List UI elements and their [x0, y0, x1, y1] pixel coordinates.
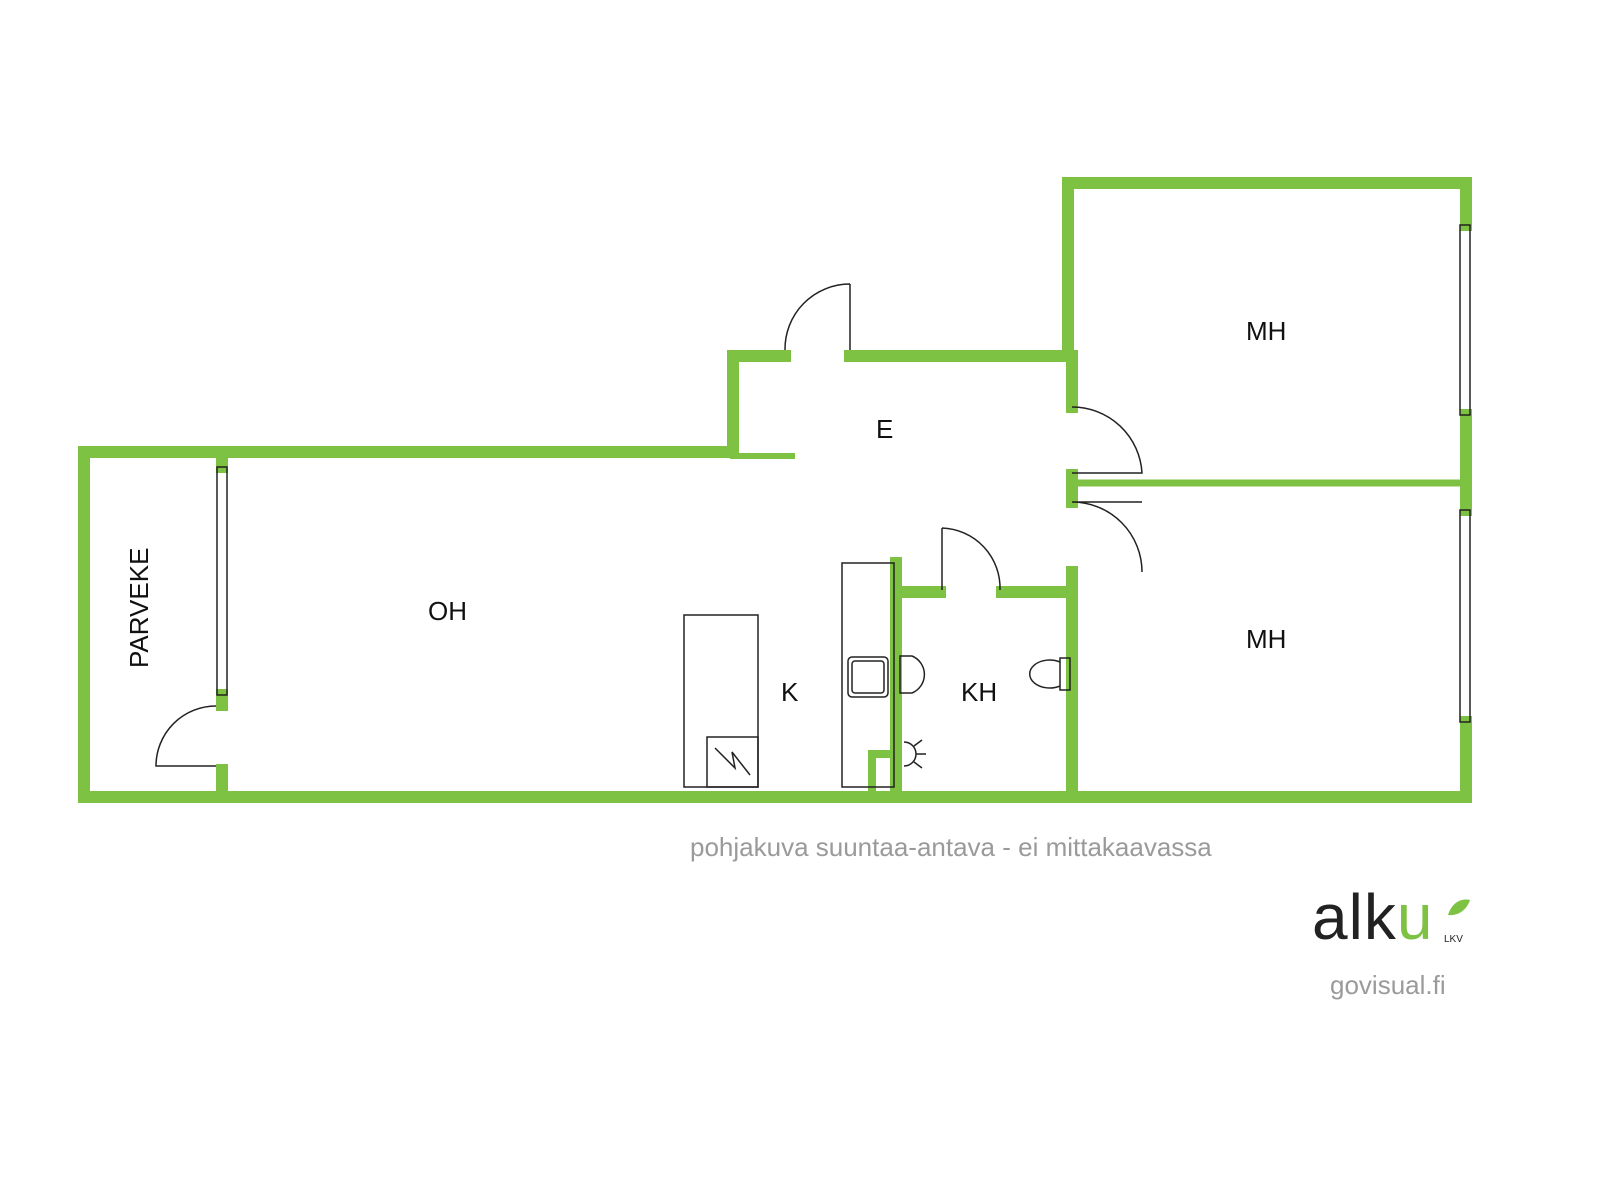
- fridge: [683, 614, 759, 788]
- washbasin: [899, 655, 926, 694]
- kitchen-sink: [847, 656, 889, 698]
- door-bedroom-2: [1071, 501, 1143, 573]
- window-bedroom-2: [1459, 509, 1471, 723]
- room-label-entry: E: [876, 414, 894, 444]
- toilet: [1029, 657, 1071, 691]
- logo-accent: u: [1396, 881, 1434, 953]
- room-label-living-room: OH: [428, 596, 467, 626]
- logo-sub: LKV: [1444, 934, 1463, 945]
- kitchen-sink-basin: [851, 660, 885, 694]
- room-label-bedroom-1: MH: [1246, 316, 1287, 346]
- walls: [78, 177, 1472, 803]
- stove: [706, 736, 759, 788]
- door-entrance: [784, 283, 851, 351]
- window-bedroom-1: [1459, 224, 1471, 416]
- shower-icon: [903, 739, 926, 769]
- door-balcony: [155, 705, 217, 767]
- room-label-bedroom-2: MH: [1246, 624, 1287, 654]
- logo-main: alk: [1312, 881, 1397, 953]
- electric-icon: [714, 747, 751, 776]
- website-credit: govisual.fi: [1330, 970, 1446, 1000]
- kitchen-counter: [841, 562, 895, 788]
- room-label-balcony: PARVEKE: [124, 547, 154, 668]
- window-balcony: [216, 466, 228, 696]
- disclaimer-note: pohjakuva suuntaa-antava - ei mittakaava…: [690, 832, 1212, 862]
- door-bedroom-1: [1071, 406, 1143, 474]
- fixtures: [155, 224, 1471, 788]
- room-label-bathroom: KH: [961, 677, 998, 707]
- alku-logo: alku: [1312, 885, 1433, 949]
- room-label-kitchen: K: [781, 677, 799, 707]
- door-bathroom: [941, 527, 1001, 591]
